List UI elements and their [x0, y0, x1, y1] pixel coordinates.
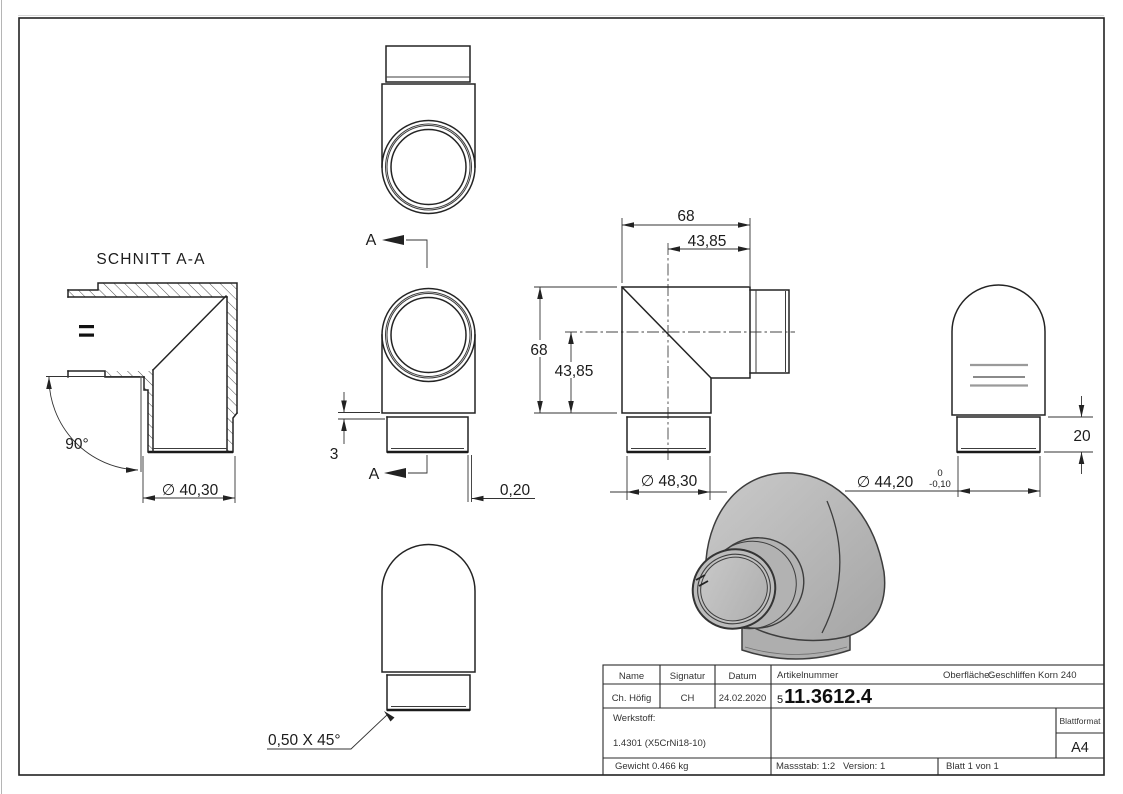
dia-44-dimension: ∅ 44,20 0 -0,10 [845, 456, 1041, 497]
width-label: 68 [677, 208, 694, 225]
width-dimension: 68 [621, 208, 751, 286]
sheet-frame [18, 17, 1105, 776]
offset-dimension: 0,20 [467, 455, 535, 502]
hatch-top-wall [68, 283, 237, 297]
date-label: Datum [729, 671, 757, 682]
section-title: SCHNITT A-A [96, 251, 205, 268]
width-center-dimension: 43,85 [668, 233, 750, 252]
socket-depth-label: 20 [1073, 428, 1091, 445]
format-label: Blattformat [1059, 716, 1101, 726]
iso-body-seam [821, 500, 841, 634]
format-value: A4 [1071, 740, 1089, 756]
angle-dimension: 90° [46, 376, 142, 473]
article-label: Artikelnummer [777, 670, 838, 681]
date-value: 24.02.2020 [719, 693, 767, 704]
section-cut-marker-top: A [366, 232, 428, 268]
section-cut-marker-bottom: A [369, 455, 428, 483]
wall-dimension: 3 [330, 392, 385, 463]
name-label: Name [619, 671, 644, 682]
signature-value: CH [681, 693, 695, 704]
height-center-label: 43,85 [555, 363, 594, 380]
chamfer-label: 0,50 X 45° [268, 732, 341, 749]
angle-label: 90° [65, 436, 88, 453]
side-view: 68 43,85 68 43,85 [524, 208, 795, 500]
scale-value: Massstab: 1:2 [776, 761, 835, 772]
iso-view [691, 472, 886, 660]
material-value: 1.4301 (X5CrNi18-10) [613, 738, 706, 749]
dia-44-tol-lower: -0,10 [929, 479, 951, 490]
dia-48-dimension: ∅ 48,30 [610, 456, 727, 500]
article-prefix: 5 [777, 694, 783, 706]
bottom-view: 0,50 X 45° [267, 543, 476, 750]
top-view: A [366, 45, 476, 268]
dia-44-tol-upper: 0 [937, 468, 942, 479]
dia-40-dimension: ∅ 40,30 [142, 456, 236, 503]
height-center-dimension: 43,85 [551, 332, 597, 413]
cut-label-top: A [366, 232, 377, 249]
front-view: A 3 0,20 [330, 287, 535, 502]
end-view: 20 ∅ 44,20 0 -0,10 [845, 284, 1093, 497]
weld-mark [79, 325, 94, 337]
chamfer-callout: 0,50 X 45° [267, 711, 395, 750]
cut-label-bottom: A [369, 466, 380, 483]
section-view: SCHNITT A-A 90° [46, 251, 239, 503]
article-value: 11.3612.4 [784, 686, 873, 708]
miter-line [620, 285, 713, 380]
iso-weld-mark [695, 574, 709, 587]
material-label: Werkstoff: [613, 713, 655, 724]
iso-face-inner [700, 556, 768, 622]
name-value: Ch. Höfig [612, 693, 652, 704]
title-block: Name Signatur Datum Ch. Höfig CH 24.02.2… [602, 664, 1105, 776]
surface-label: Oberfläche: [943, 670, 992, 681]
article-number: 511.3612.4 [777, 686, 873, 708]
width-center-label: 43,85 [688, 233, 727, 250]
version-value: Version: 1 [843, 761, 885, 772]
dia-44-label: ∅ 44,20 [857, 474, 914, 491]
dia-40-label: ∅ 40,30 [162, 482, 219, 499]
wall-dim-label: 3 [330, 446, 339, 463]
miter-joint-line [151, 294, 228, 372]
sheet-value: Blatt 1 von 1 [946, 761, 999, 772]
surface-finish-marks [970, 363, 1028, 387]
signature-label: Signatur [670, 671, 705, 682]
height-label: 68 [530, 342, 547, 359]
height-dimension: 68 [524, 286, 617, 414]
hatch-right-wall [227, 297, 237, 452]
socket-depth-dimension: 20 [1044, 396, 1093, 474]
offset-dim-label: 0,20 [500, 482, 531, 499]
weight-value: Gewicht 0.466 kg [615, 761, 688, 772]
surface-value: Geschliffen Korn 240 [988, 670, 1077, 681]
dia-48-label: ∅ 48,30 [641, 473, 698, 490]
